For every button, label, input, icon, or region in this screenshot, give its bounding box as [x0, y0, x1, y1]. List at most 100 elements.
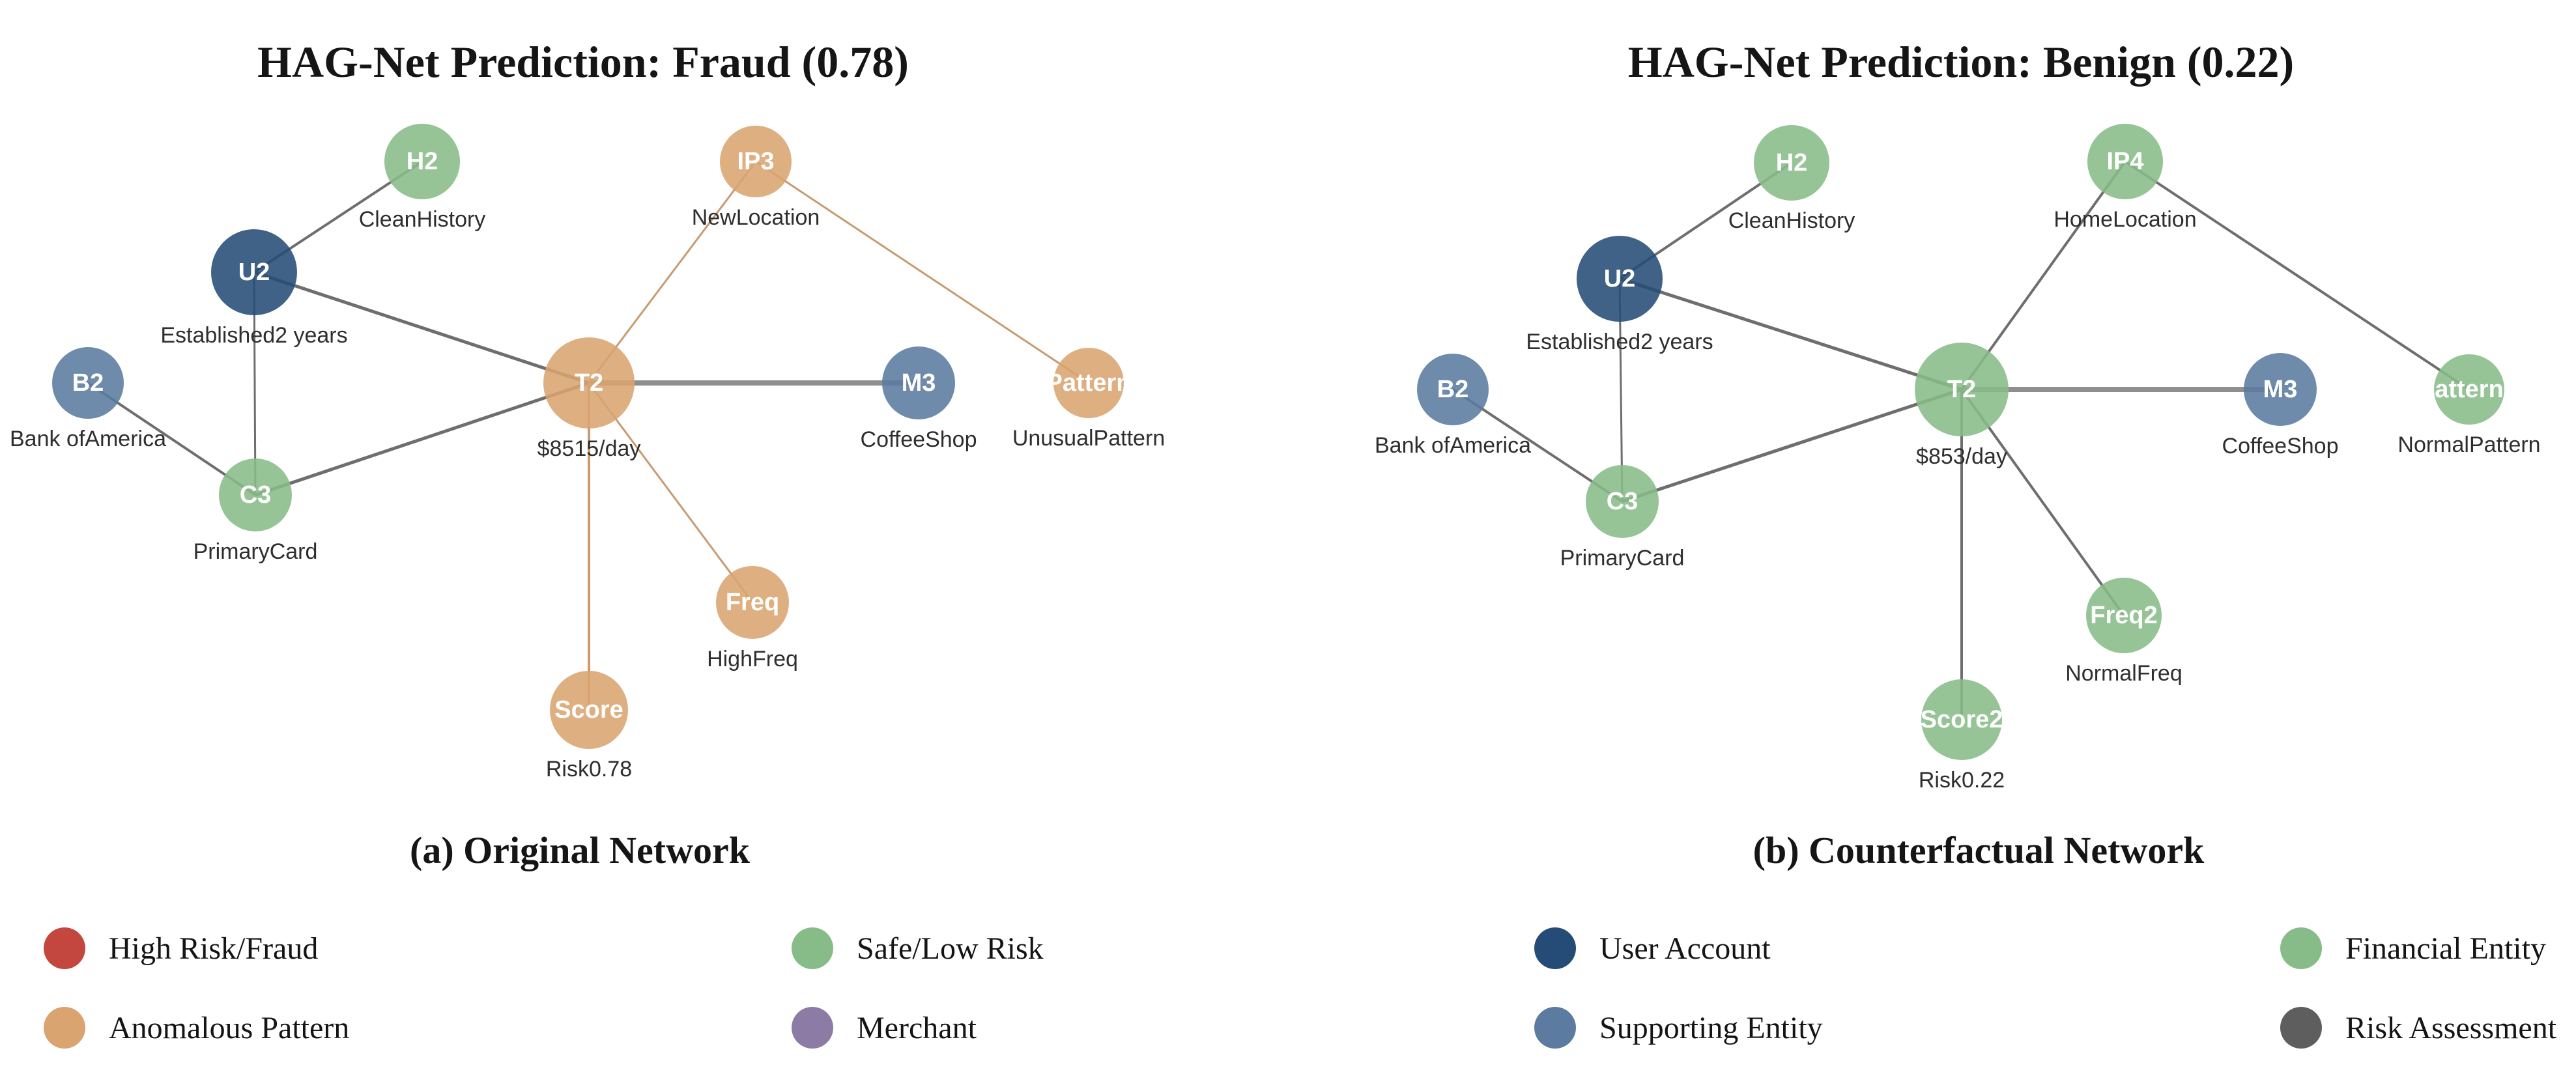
node-label-Pattern: attern — [2435, 376, 2504, 403]
node-Score — [550, 671, 628, 749]
node-sublabel-H2: CleanHistory — [1728, 208, 1855, 233]
node-label-T2: T2 — [575, 369, 603, 397]
edge-IP3-Pattern — [755, 160, 1089, 384]
node-label-U2: U2 — [238, 259, 270, 286]
node-Freq — [716, 566, 789, 639]
node-label-IP4: IP4 — [2106, 148, 2143, 175]
legend-label: Financial Entity — [2345, 931, 2546, 966]
node-sublabel-U2: Established2 years — [1526, 330, 1713, 354]
node-label-Score: Score — [554, 696, 623, 724]
node-H2 — [384, 124, 460, 199]
node-IP4 — [2087, 124, 2163, 199]
node-label-U2: U2 — [1604, 265, 1636, 292]
edge-T2-IP3 — [588, 161, 757, 384]
node-sublabel-C3: PrimaryCard — [1560, 546, 1685, 571]
legend-item: User Account — [1534, 927, 1823, 969]
legend-swatch-icon — [2280, 927, 2322, 969]
legend-swatch-icon — [1534, 1007, 1576, 1049]
edge-C3-T2 — [1622, 388, 1962, 503]
edge-C3-T2 — [255, 381, 590, 497]
legend-swatch-icon — [792, 1007, 833, 1049]
node-sublabel-B2: Bank ofAmerica — [10, 427, 166, 451]
legend-swatch-icon — [44, 1007, 85, 1049]
edge-T2-Freq — [588, 382, 754, 603]
node-label-M3: M3 — [902, 369, 936, 397]
legend-label: User Account — [1599, 931, 1771, 966]
node-Pattern — [1053, 348, 1124, 418]
legend-label: Anomalous Pattern — [109, 1010, 350, 1045]
node-label-B2: B2 — [72, 369, 104, 397]
node-label-H2: H2 — [407, 148, 438, 175]
node-label-Freq2: Freq2 — [2090, 602, 2157, 629]
node-B2 — [52, 347, 124, 419]
node-T2 — [1915, 343, 2009, 436]
edge-U2-T2 — [253, 270, 590, 385]
node-sublabel-IP4: HomeLocation — [2054, 207, 2196, 232]
node-IP3 — [720, 126, 792, 197]
node-label-Freq: Freq — [726, 589, 779, 616]
node-sublabel-B2: Bank ofAmerica — [1375, 433, 1531, 458]
node-U2 — [211, 229, 297, 315]
node-sublabel-Freq: HighFreq — [707, 647, 798, 671]
legend-item: Merchant — [792, 1007, 1044, 1049]
node-M3 — [2244, 353, 2317, 426]
node-sublabel-M3: CoffeeShop — [861, 427, 977, 452]
node-label-C3: C3 — [240, 481, 272, 509]
panel-caption-counterfactual: (b) Counterfactual Network — [1753, 829, 2205, 871]
node-sublabel-T2: $853/day — [1916, 444, 2007, 469]
node-sublabel-C3: PrimaryCard — [193, 539, 318, 564]
node-sublabel-Freq2: NormalFreq — [2065, 661, 2182, 686]
node-C3 — [1586, 465, 1659, 538]
node-sublabel-IP3: NewLocation — [692, 205, 820, 230]
node-H2 — [1754, 125, 1829, 201]
edge-IP4-Pattern — [2124, 160, 2470, 391]
node-sublabel-H2: CleanHistory — [359, 207, 486, 232]
node-label-B2: B2 — [1437, 376, 1469, 403]
legend-label: Risk Assessment — [2345, 1010, 2557, 1045]
node-Freq2 — [2086, 578, 2162, 653]
panel-caption-original: (a) Original Network — [410, 829, 750, 871]
node-label-M3: M3 — [2263, 376, 2298, 403]
node-sublabel-Score: Risk0.78 — [546, 757, 632, 782]
legend-item: Safe/Low Risk — [792, 927, 1044, 969]
legend-label: Supporting Entity — [1599, 1010, 1823, 1045]
legend-item: High Risk/Fraud — [44, 927, 349, 969]
legend-item: Supporting Entity — [1534, 1007, 1823, 1049]
legend-swatch-icon — [2280, 1007, 2322, 1049]
node-sublabel-Pattern: UnusualPattern — [1012, 426, 1165, 451]
legend-swatch-icon — [44, 927, 85, 969]
node-label-Pattern: Pattern — [1046, 369, 1132, 397]
legend-swatch-icon — [1534, 927, 1576, 969]
node-Pattern — [2434, 354, 2504, 425]
node-label-T2: T2 — [1947, 376, 1976, 403]
node-sublabel-Pattern: NormalPattern — [2397, 432, 2540, 457]
panel-title-counterfactual: HAG-Net Prediction: Benign (0.22) — [1627, 37, 2295, 87]
node-sublabel-Score2: Risk0.22 — [1919, 768, 2005, 793]
legend-label: Merchant — [857, 1010, 977, 1045]
node-Score2 — [1921, 679, 2002, 760]
node-sublabel-T2: $8515/day — [537, 436, 641, 461]
node-U2 — [1577, 236, 1663, 322]
node-label-H2: H2 — [1776, 149, 1808, 176]
node-label-C3: C3 — [1607, 488, 1639, 515]
node-label-IP3: IP3 — [737, 148, 774, 175]
node-B2 — [1417, 354, 1489, 425]
node-sublabel-U2: Established2 years — [160, 323, 347, 348]
legend-item: Risk Assessment — [2280, 1007, 2556, 1049]
node-T2 — [543, 337, 635, 429]
panel-title-original: HAG-Net Prediction: Fraud (0.78) — [257, 37, 909, 87]
legend-swatch-icon — [792, 927, 833, 969]
legend-item: Financial Entity — [2280, 927, 2556, 969]
legend-label: Safe/Low Risk — [857, 931, 1044, 966]
legend-item: Anomalous Pattern — [44, 1007, 349, 1049]
legend-label: High Risk/Fraud — [109, 931, 319, 966]
edge-U2-T2 — [1619, 277, 1962, 391]
